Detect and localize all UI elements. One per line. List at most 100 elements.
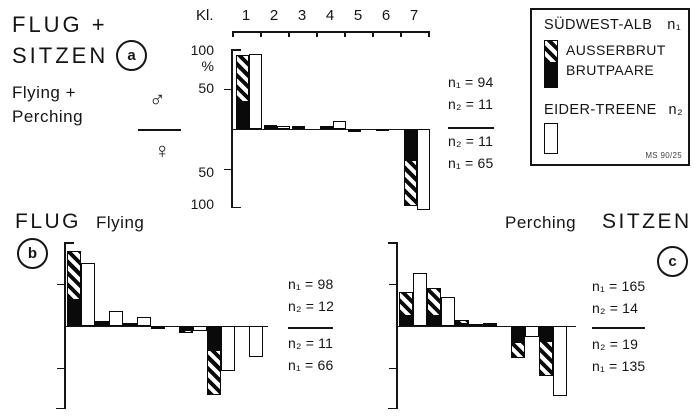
panel-b-marker-letter: b [27,245,38,262]
bar-b-k7-eider-treene [249,325,263,357]
panel-b-axis-cap-bottom [56,407,65,409]
panel-b-tick-minus50 [57,367,65,370]
class-axis-number: 1 [241,7,251,24]
bar-b-k1-eider-treene [81,263,95,326]
class-axis-tick [400,31,402,37]
bar-c-k5-swalb-ausserbrut [511,342,525,358]
panel-c-tick-minus50 [389,367,397,370]
bar-b-k6-swalb-brutpaare [207,325,221,350]
bar-b-k4-swalb-brutpaare [151,325,165,329]
bar-a-k2-swalb-brutpaare [264,126,277,129]
class-axis-tick [316,31,318,37]
panel-c-axis-cap-bottom [388,407,397,409]
panel-b-n2-bottom: n₂ = 11 [288,335,334,351]
class-axis-tick [288,31,290,37]
legend-region1-row: SÜDWEST-ALB n₁ [544,17,681,33]
panel-a-n2-bottom: n₂ = 11 [448,133,494,149]
bar-a-k6-swalb-brutpaare [376,128,389,131]
axis-a-50-top: 50 [198,80,214,96]
panel-c-n2-bottom: n₂ = 19 [592,336,639,352]
class-axis-label: Kl. [196,7,214,24]
panel-c-marker: c [657,246,688,277]
bar-c-k1-eider-treene [413,272,427,326]
axis-a-50-bottom: 50 [198,164,214,180]
bar-a-k5-swalb-brutpaare [348,128,361,132]
axis-a-100-bottom: 100 [190,196,214,212]
legend-region1-n: n₁ [667,17,681,33]
bar-b-k1-swalb-brutpaare [67,299,81,326]
panel-b-tick-50 [57,283,65,286]
bar-b-k3-swalb-brutpaare [123,323,137,326]
panel-c-title-de: SITZEN [602,210,692,233]
bar-b-k5-swalb-ausserbrut [179,329,193,334]
class-axis-tick [372,31,374,37]
legend-region1-label: SÜDWEST-ALB [544,17,653,33]
panel-b-marker: b [17,238,48,269]
bar-b-k2-eider-treene [109,311,123,326]
panel-c-axis [396,242,398,409]
sex-divider-line [138,129,181,131]
bar-c-k2-swalb-brutpaare [427,315,441,326]
panel-a-axis-cap-bottom [232,206,241,208]
panel-c-n-divider [592,327,645,329]
bar-a-k7-swalb-ausserbrut [404,159,417,207]
panel-a-n2-top: n₂ = 11 [448,96,494,112]
bar-a-k7-eider-treene [417,128,430,211]
panel-a-tick-50 [224,88,232,91]
figure-title-de-line2: SITZEN [12,43,109,68]
bar-b-k5-eider-treene [193,325,207,332]
bar-b-k2-swalb-brutpaare [95,323,109,326]
panel-a-baseline [232,128,428,131]
panel-c-n1-bottom: n₁ = 135 [592,358,646,374]
class-axis-number: 4 [325,7,335,24]
panel-a-n1-bottom: n₁ = 65 [448,155,494,171]
bar-c-k4-swalb-brutpaare [483,323,497,328]
panel-a-tick-minus50 [224,168,232,171]
bar-c-k2-swalb-ausserbrut [427,287,441,316]
class-axis-tick [260,31,262,37]
panel-b-axis-cap-top [65,242,74,244]
panel-b-n1-top: n₁ = 98 [288,276,334,292]
class-axis-number: 5 [353,7,363,24]
panel-b-baseline [65,325,268,328]
legend-credit: MS 90/25 [645,151,682,160]
legend-ausserbrut-label: AUSSERBRUT [566,42,666,58]
panel-b-n-divider [288,327,333,329]
bar-a-k2-eider-treene [277,126,290,129]
female-symbol: ♀ [154,138,171,163]
bar-a-k1-swalb-ausserbrut [236,55,249,103]
legend-region2-n: n₂ [668,102,683,118]
legend-swatch-eider-treene [544,123,558,154]
class-axis-number: 2 [269,7,279,24]
panel-c-axis-cap-top [388,242,397,244]
bar-a-k1-eider-treene [249,54,262,129]
bar-c-k1-swalb-brutpaare [399,315,413,326]
panel-b-axis [64,242,66,409]
bar-c-k5-swalb-brutpaare [511,325,525,343]
class-axis-number: 6 [381,7,391,24]
bar-c-k3-swalb-brutpaare [455,323,469,326]
bar-c-k6-swalb-brutpaare [539,325,553,341]
panel-c-title-en: Perching [505,213,577,232]
legend-region2-row: EIDER-TREENE n₂ [544,102,683,118]
bar-b-k6-swalb-ausserbrut [207,349,221,396]
bar-a-k1-swalb-brutpaare [236,102,249,129]
panel-a-marker: a [116,40,147,71]
panel-b-title-de: FLUG [15,210,82,233]
bar-b-k3-eider-treene [137,317,151,326]
bar-c-k1-swalb-ausserbrut [399,292,413,316]
legend-region2-label: EIDER-TREENE [544,102,657,118]
bar-c-k3-eider-treene [469,323,483,326]
bar-a-k2-swalb-ausserbrut [264,124,277,127]
bar-c-k3-swalb-ausserbrut [455,319,469,324]
bar-c-k5-eider-treene [525,325,539,337]
panel-a-n-divider [448,127,494,129]
bar-a-k4-swalb-brutpaare [320,126,333,129]
figure-title-de-line1: FLUG + [12,12,108,37]
panel-c-n2-top: n₂ = 14 [592,300,639,316]
axis-a-100-top: 100 [190,42,214,58]
class-axis-tick [428,31,430,37]
panel-a-axis-cap-top [232,49,241,51]
panel-a-marker-letter: a [127,47,136,64]
